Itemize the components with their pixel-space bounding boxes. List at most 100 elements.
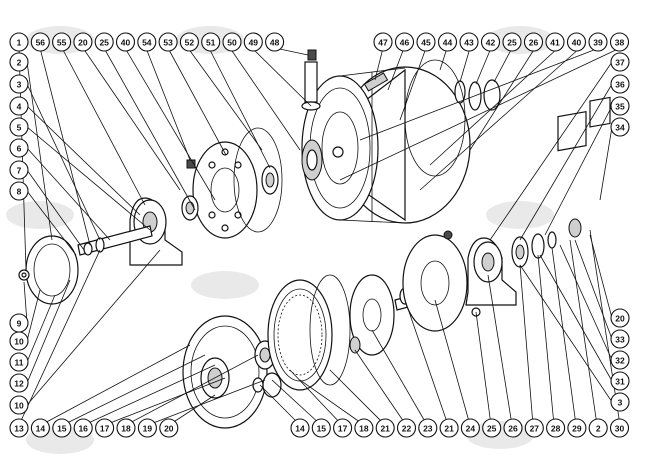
callout-circle <box>9 331 29 351</box>
callout-circle <box>179 32 199 52</box>
callout-circle <box>610 350 630 370</box>
callout-circle <box>9 373 29 393</box>
callout-2: 2 <box>588 418 608 438</box>
callout-18: 18 <box>116 418 136 438</box>
callout-circle <box>94 32 114 52</box>
callout-circle <box>482 418 502 438</box>
callout-42: 42 <box>480 32 501 52</box>
callout-circle <box>222 32 242 52</box>
callout-10: 10 <box>9 395 29 415</box>
callout-number: 32 <box>615 356 625 366</box>
callout-49: 49 <box>243 32 263 52</box>
callout-number: 15 <box>57 424 67 434</box>
callout-circle <box>9 74 29 94</box>
callout-circle <box>609 418 630 438</box>
callout-circle <box>9 96 29 116</box>
callout-number: 19 <box>143 424 153 434</box>
callout-number: 21 <box>444 424 454 434</box>
callout-37: 37 <box>610 52 630 72</box>
callout-circle <box>523 32 544 52</box>
callout-circle <box>30 32 50 52</box>
callout-15: 15 <box>52 418 72 438</box>
callout-number: 46 <box>400 38 410 48</box>
callout-number: 25 <box>507 38 517 48</box>
callout-2: 2 <box>9 52 29 72</box>
callout-30: 30 <box>609 418 630 438</box>
callout-number: 30 <box>615 424 625 434</box>
callout-40: 40 <box>566 32 587 52</box>
callout-number: 14 <box>36 424 46 434</box>
callout-circle <box>610 392 630 412</box>
callout-circle <box>290 418 310 438</box>
callout-number: 23 <box>423 424 433 434</box>
callout-35: 35 <box>610 96 630 116</box>
callout-46: 46 <box>394 32 415 52</box>
callout-number: 25 <box>487 424 497 434</box>
callout-45: 45 <box>416 32 436 52</box>
upper-assembly <box>18 49 501 305</box>
callout-circle <box>439 418 459 438</box>
callout-number: 15 <box>317 424 327 434</box>
callout-circle <box>9 418 29 438</box>
callout-number: 5 <box>17 123 22 133</box>
callout-circle <box>137 418 157 438</box>
callout-4: 4 <box>9 96 29 116</box>
callout-20: 20 <box>73 32 93 52</box>
callout-circle <box>610 371 630 391</box>
callout-number: 34 <box>615 123 625 133</box>
callout-28: 28 <box>546 418 566 438</box>
callout-number: 18 <box>121 424 131 434</box>
callout-circle <box>333 418 353 438</box>
callout-circle <box>52 418 72 438</box>
callout-33: 33 <box>610 329 630 349</box>
callout-number: 20 <box>615 314 625 324</box>
callout-circle <box>73 418 93 438</box>
callout-40: 40 <box>115 32 136 52</box>
callout-17: 17 <box>333 418 353 438</box>
callout-11: 11 <box>9 352 29 372</box>
callout-54: 54 <box>137 32 157 52</box>
callout-circle <box>610 329 630 349</box>
callout-circle <box>30 418 50 438</box>
callout-number: 1 <box>17 38 22 48</box>
callout-number: 51 <box>206 38 216 48</box>
callout-56: 56 <box>30 32 50 52</box>
callout-number: 39 <box>593 38 603 48</box>
callout-number: 22 <box>402 424 412 434</box>
callout-29: 29 <box>567 418 587 438</box>
callout-21: 21 <box>375 418 395 438</box>
callout-circle <box>418 418 438 438</box>
callout-13: 13 <box>9 418 29 438</box>
callout-circle <box>159 418 179 438</box>
callout-number: 10 <box>14 401 24 411</box>
callout-circle <box>610 74 630 94</box>
callout-number: 56 <box>36 38 46 48</box>
callout-16: 16 <box>73 418 93 438</box>
callout-number: 26 <box>529 38 539 48</box>
callout-41: 41 <box>545 32 565 52</box>
callout-circle <box>588 418 608 438</box>
callout-1: 1 <box>9 32 29 52</box>
callout-number: 49 <box>249 38 259 48</box>
callout-number: 9 <box>17 319 22 329</box>
callout-circle <box>243 32 263 52</box>
callout-26: 26 <box>523 32 544 52</box>
callout-number: 33 <box>615 335 625 345</box>
callout-circle <box>201 32 221 52</box>
callout-number: 11 <box>15 358 24 368</box>
callout-23: 23 <box>418 418 438 438</box>
callout-53: 53 <box>158 32 178 52</box>
callout-22: 22 <box>396 418 417 438</box>
callout-24: 24 <box>460 418 480 438</box>
callout-18: 18 <box>354 418 374 438</box>
callout-14: 14 <box>30 418 50 438</box>
callout-number: 53 <box>163 38 173 48</box>
callout-number: 7 <box>17 166 22 176</box>
callout-20: 20 <box>610 308 630 328</box>
callout-number: 2 <box>17 58 22 68</box>
callout-number: 42 <box>486 38 496 48</box>
callout-12: 12 <box>9 373 29 393</box>
